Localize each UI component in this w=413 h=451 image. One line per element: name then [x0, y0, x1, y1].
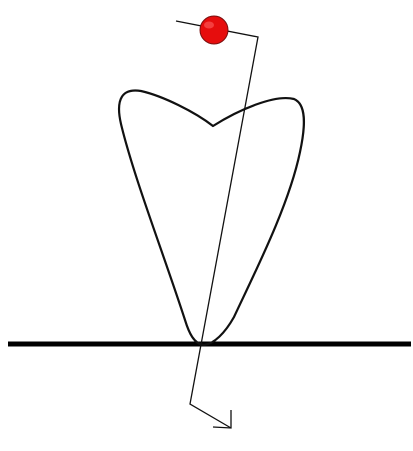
force-path-line — [176, 21, 258, 428]
tooth-outline — [119, 90, 304, 345]
red-marker-dot — [200, 16, 228, 44]
marker-highlight — [204, 22, 214, 29]
